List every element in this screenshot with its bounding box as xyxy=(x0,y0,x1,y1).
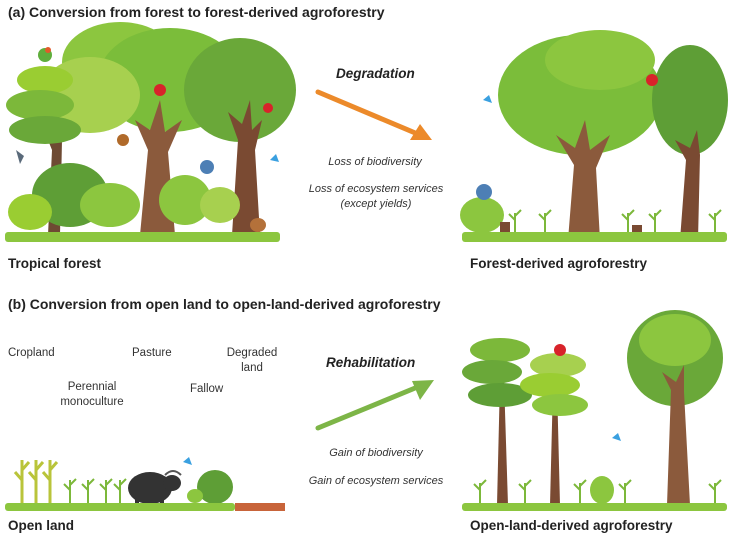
pasture-label: Pasture xyxy=(132,346,172,361)
forest-derived-agroforestry-caption: Forest-derived agroforestry xyxy=(470,256,647,271)
loss-of-ecosystem-services-text: Loss of ecosystem services xyxy=(296,182,456,197)
gain-of-biodiversity-text: Gain of biodiversity xyxy=(296,446,456,461)
cropland-label: Cropland xyxy=(8,346,55,361)
perennial-monoculture-label: Perennial monoculture xyxy=(52,380,132,410)
loss-of-biodiversity-text: Loss of biodiversity xyxy=(300,155,450,170)
degraded-land-label: Degraded land xyxy=(222,346,282,376)
open-land-caption: Open land xyxy=(8,518,74,533)
rehabilitation-label: Rehabilitation xyxy=(326,355,415,370)
panel-b-title: (b) Conversion from open land to open-la… xyxy=(8,296,440,312)
open-land-derived-agroforestry-caption: Open-land-derived agroforestry xyxy=(470,518,673,533)
open-land-illustration xyxy=(5,457,285,511)
degradation-arrow xyxy=(318,92,432,140)
forest-derived-agroforestry-illustration xyxy=(460,30,728,242)
open-land-derived-agroforestry-illustration xyxy=(462,310,727,511)
degradation-label: Degradation xyxy=(336,66,415,81)
fallow-label: Fallow xyxy=(190,382,223,397)
tropical-forest-caption: Tropical forest xyxy=(8,256,101,271)
tropical-forest-illustration xyxy=(5,22,296,242)
gain-of-ecosystem-services-text: Gain of ecosystem services xyxy=(290,474,462,489)
rehabilitation-arrow xyxy=(318,380,434,428)
except-yields-text: (except yields) xyxy=(296,197,456,212)
